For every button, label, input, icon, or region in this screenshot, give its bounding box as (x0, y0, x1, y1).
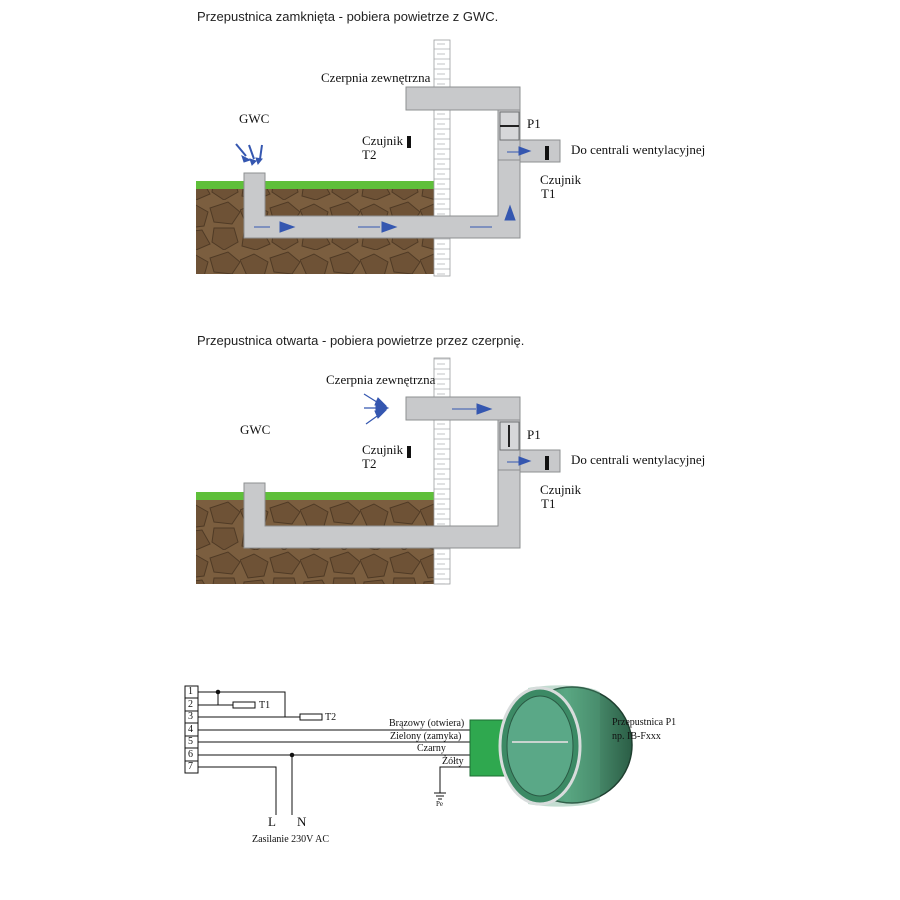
scene1-flow-arrows (235, 143, 532, 233)
ground-label: Pe (436, 800, 443, 808)
wire-l (198, 766, 277, 815)
scene2-damper-label: P1 (527, 427, 541, 442)
device-label-line1: Przepustnica P1 (612, 717, 677, 728)
terminal-1: 1 (188, 686, 193, 697)
flow-arrow (476, 403, 493, 415)
scene2-sensor-t2 (407, 446, 411, 458)
scene1-sensor-t2 (407, 136, 411, 148)
gwc-inflow-heads (241, 155, 263, 166)
scene2-sensor-t2-line2: T2 (362, 456, 377, 471)
gwc-inflow-arrows (235, 143, 263, 160)
scene2-sensor-t1-line1: Czujnik (540, 482, 582, 497)
terminal-3: 3 (188, 711, 193, 722)
flow-arrow (279, 221, 296, 233)
scene2-drawing (196, 357, 561, 585)
scene2-gwc-label: GWC (240, 422, 271, 437)
wire-black-label: Czarny (417, 743, 446, 754)
junction-dot (289, 752, 295, 758)
scene2-flow-arrows (363, 393, 532, 466)
scene2-wall (433, 357, 451, 585)
scene1-damper-label: P1 (527, 116, 541, 131)
scene1-gwc-label: GWC (239, 111, 270, 126)
intake-inflow-heads (374, 397, 390, 419)
power-l-label: L (268, 814, 276, 829)
scene1-outlet-label: Do centrali wentylacyjnej (571, 142, 706, 157)
scene2-title: Przepustnica otwarta - pobiera powietrze… (197, 333, 525, 348)
wire-yellow (439, 766, 472, 793)
power-n-label: N (297, 814, 307, 829)
flow-arrow (381, 221, 398, 233)
scene1-sensor-t1 (545, 146, 549, 160)
terminal-5: 5 (188, 736, 193, 747)
scene1-wall (433, 39, 451, 277)
scene1-sensor-t2-line2: T2 (362, 147, 377, 162)
wire-t1-a (198, 691, 233, 706)
power-supply-label: Zasilanie 230V AC (252, 834, 330, 845)
damper-device (469, 685, 633, 807)
scene2-grass (196, 492, 434, 500)
wiring-sensor-t2-label: T2 (325, 712, 337, 723)
scene2-sensor-t1 (545, 456, 549, 470)
device-label-line2: np. IB-Fxxx (612, 731, 661, 742)
terminal-6: 6 (188, 749, 193, 760)
scene1-drawing (196, 39, 561, 277)
flow-arrow (518, 146, 532, 156)
scene1-grass (196, 181, 434, 189)
scene1-intake-duct (405, 86, 521, 111)
damper-tube-inner (506, 695, 574, 797)
scene1-sensor-t1-line1: Czujnik (540, 172, 582, 187)
flow-arrow (518, 456, 532, 466)
scene2-sensor-t1-line2: T1 (541, 496, 556, 511)
terminal-7: 7 (188, 761, 193, 772)
scene1-title: Przepustnica zamknięta - pobiera powietr… (197, 9, 499, 24)
flow-arrow-up (504, 204, 516, 221)
terminal-4: 4 (188, 724, 193, 735)
scene2-outlet-label: Do centrali wentylacyjnej (571, 452, 706, 467)
scene1-sensor-t1-line2: T1 (541, 186, 556, 201)
scene1-intake-label: Czerpnia zewnętrzna (321, 70, 431, 85)
ground-symbol (434, 792, 446, 800)
wire-yellow-label: Żółty (442, 756, 464, 767)
sensor-t2-symbol (299, 713, 323, 721)
scene1-sensor-t2-line1: Czujnik (362, 133, 404, 148)
terminal-2: 2 (188, 699, 193, 710)
wire-green-label: Zielony (zamyka) (390, 731, 462, 742)
sensor-t1-symbol (232, 701, 256, 709)
junction-dot (215, 689, 221, 695)
wiring-sensor-t1-label: T1 (259, 700, 271, 711)
scene2-sensor-t2-line1: Czujnik (362, 442, 404, 457)
scene2-intake-label: Czerpnia zewnętrzna (326, 372, 436, 387)
wiring-diagram (184, 685, 472, 815)
wire-brown-label: Brązowy (otwiera) (389, 718, 465, 729)
